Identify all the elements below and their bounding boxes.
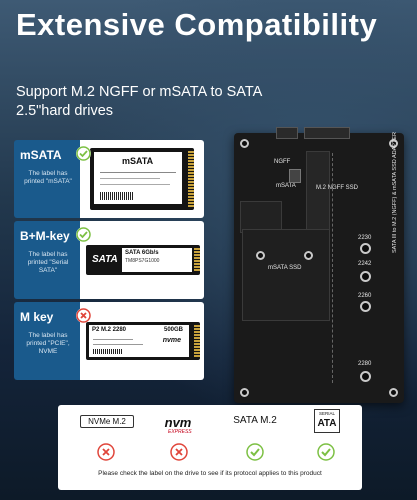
barcode xyxy=(100,192,134,200)
drive-label-line-1: P2 M.2 2280 xyxy=(92,327,127,333)
card-note: The label has printed "PCIE", NVME xyxy=(26,332,70,355)
length-2260: 2260 xyxy=(358,293,372,299)
subheading: Support M.2 NGFF or mSATA to SATA 2.5"ha… xyxy=(16,84,262,119)
msata-standoff xyxy=(304,251,313,260)
m2-slot-connector xyxy=(306,151,330,241)
standoff-2242 xyxy=(360,271,371,282)
mounting-hole xyxy=(389,139,398,148)
sata-m2-label: SATA M.2 xyxy=(233,415,277,426)
adapter-board: NGFF mSATA M.2 NGFF SSD mSATA SSD 2230 2… xyxy=(234,127,404,403)
board-side-text: SATA III to M.2 (NGFF) & mSATA SSD ADAPT… xyxy=(392,132,398,253)
sata-m2-drive-image: SATA SATA 6Gb/s TM8PS7G1000 xyxy=(86,245,200,275)
card-m-key: M key The label has printed "PCIE", NVME… xyxy=(14,302,204,380)
drive-pins xyxy=(188,151,194,207)
drive-label: P2 M.2 2280 500GB nvme xyxy=(89,325,189,357)
drive-label-text: mSATA xyxy=(122,156,154,166)
check-icon xyxy=(246,443,264,461)
card-title: mSATA xyxy=(20,148,62,162)
card-label-panel: B+M-key The label has printed "Serial SA… xyxy=(14,221,80,299)
nvme-drive-image: P2 M.2 2280 500GB nvme xyxy=(86,322,200,360)
drive-image-panel: P2 M.2 2280 500GB nvme xyxy=(80,302,204,380)
mounting-hole xyxy=(240,139,249,148)
drive-capacity: 500GB xyxy=(163,327,183,333)
drive-pins xyxy=(194,325,200,357)
nvm-express-logo: nvm xyxy=(164,415,192,430)
drive-label: SATA 6Gb/s TM8PS7G1000 xyxy=(122,248,192,272)
drive-pins xyxy=(194,248,200,272)
card-title: B+M-key xyxy=(20,229,70,243)
drive-image-panel: mSATA xyxy=(80,140,204,218)
nvme-m2-label: NVMe M.2 xyxy=(80,415,134,428)
standoff-2230 xyxy=(360,243,371,254)
mode-switch xyxy=(289,169,301,183)
msata-slot-area xyxy=(242,229,330,321)
serial-ata-logo-top: SERIAL xyxy=(318,411,335,416)
card-title: M key xyxy=(20,310,54,324)
msata-label: mSATA xyxy=(276,183,296,189)
sata-connector xyxy=(304,127,350,139)
protocol-panel: NVMe M.2 nvm EXPRESS SATA M.2 SERIAL ATA… xyxy=(58,405,362,490)
power-connector xyxy=(276,127,298,139)
ngff-label: NGFF xyxy=(274,159,291,165)
msata-standoff xyxy=(256,251,265,260)
check-icon xyxy=(317,443,335,461)
nvm-express-subtext: EXPRESS xyxy=(168,429,192,435)
length-2242: 2242 xyxy=(358,261,372,267)
length-2280: 2280 xyxy=(358,361,372,367)
protocol-footnote: Please check the label on the drive to s… xyxy=(98,470,322,477)
drive-image-panel: SATA SATA 6Gb/s TM8PS7G1000 xyxy=(80,221,204,299)
card-label-panel: M key The label has printed "PCIE", NVME xyxy=(14,302,80,380)
sata-logo: SATA xyxy=(92,254,118,265)
length-2230: 2230 xyxy=(358,235,372,241)
card-msata: mSATA The label has printed "mSATA" mSAT… xyxy=(14,140,204,218)
check-icon xyxy=(76,227,91,242)
headline: Extensive Compatibility xyxy=(16,7,378,42)
card-label-panel: mSATA The label has printed "mSATA" xyxy=(14,140,80,218)
cross-icon xyxy=(97,443,115,461)
check-icon xyxy=(76,146,91,161)
card-note: The label has printed "mSATA" xyxy=(24,170,72,185)
msata-drive-image: mSATA xyxy=(90,148,194,210)
serial-ata-logo-main: ATA xyxy=(317,418,337,429)
cross-icon xyxy=(170,443,188,461)
m2-ngff-ssd-label: M.2 NGFF SSD xyxy=(316,185,359,191)
mounting-hole xyxy=(240,388,249,397)
standoff-2280 xyxy=(360,371,371,382)
serial-ata-logo: SERIAL ATA xyxy=(314,409,340,433)
barcode xyxy=(93,349,123,354)
drive-label-line-1: SATA 6Gb/s xyxy=(125,250,159,256)
nvme-logo: nvme xyxy=(162,337,181,344)
card-bm-key: B+M-key The label has printed "Serial SA… xyxy=(14,221,204,299)
drive-label: mSATA xyxy=(94,152,182,204)
cross-icon xyxy=(76,308,91,323)
drive-label-line-2: TM8PS7G1000 xyxy=(125,258,160,264)
mounting-hole xyxy=(389,388,398,397)
card-note: The label has printed "Serial SATA" xyxy=(27,251,69,274)
standoff-2260 xyxy=(360,301,371,312)
msata-ssd-label: mSATA SSD xyxy=(268,265,302,271)
